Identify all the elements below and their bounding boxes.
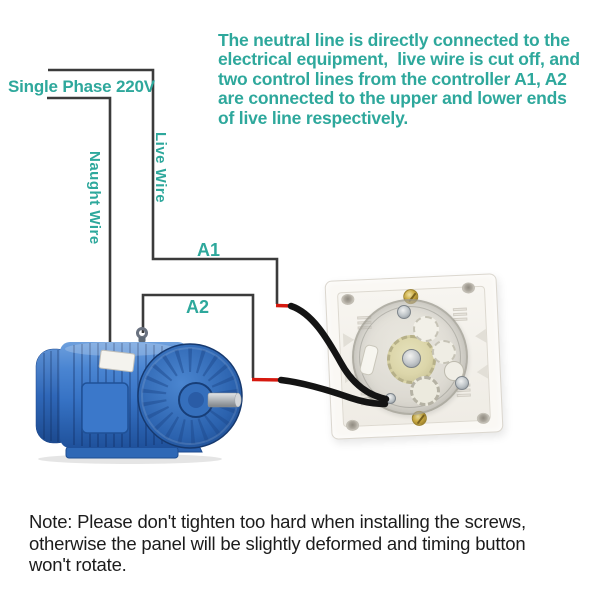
a2-black-cable xyxy=(277,376,389,408)
supply-label: Single Phase 220V xyxy=(8,77,155,96)
naught-wire-line xyxy=(47,96,112,345)
terminal-a2-label: A2 xyxy=(186,297,210,317)
terminal-a1-label: A1 xyxy=(197,240,221,260)
motor-shaft xyxy=(207,392,242,408)
screw-icon xyxy=(455,376,469,390)
live-wire-label: Live Wire xyxy=(152,132,169,204)
note-line: otherwise the panel will be slightly def… xyxy=(29,532,526,554)
description-paragraph: The neutral line is directly connected t… xyxy=(218,30,590,128)
note-line: won't rotate. xyxy=(29,554,127,576)
motor-eyebolt xyxy=(136,327,148,342)
gear xyxy=(432,340,456,364)
description-line: electrical equipment, live wire is cut o… xyxy=(218,49,580,70)
a1-black-cable xyxy=(287,302,390,403)
gear xyxy=(413,316,439,342)
motor-side-box xyxy=(81,382,129,434)
description-line: are connected to the upper and lower end… xyxy=(218,88,567,109)
naught-wire-label: Naught Wire xyxy=(86,151,103,245)
live-wire-line xyxy=(48,68,279,304)
description-line: The neutral line is directly connected t… xyxy=(218,30,570,50)
electric-motor xyxy=(35,327,243,464)
toothed-gear xyxy=(410,376,440,406)
center-screw-icon xyxy=(402,349,421,368)
motor-nameplate xyxy=(98,349,136,373)
description-line: of live line respectively. xyxy=(218,107,408,128)
description-line: two control lines from the controller A1… xyxy=(218,68,567,89)
screw-icon xyxy=(397,305,411,319)
note-line: Note: Please don't tighten too hard when… xyxy=(29,511,526,532)
installation-note: Note: Please don't tighten too hard when… xyxy=(29,511,589,576)
a2-wire-line xyxy=(141,293,255,378)
